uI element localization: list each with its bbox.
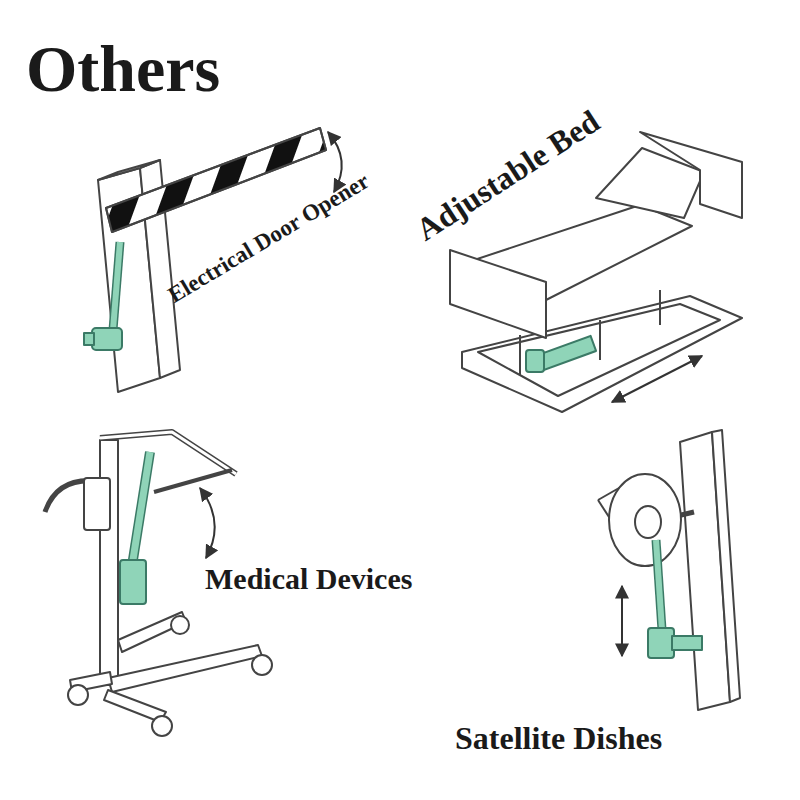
page-title: Others	[26, 36, 220, 102]
application-label: Medical Devices	[205, 564, 412, 594]
application-label: Satellite Dishes	[455, 722, 662, 754]
satellite-dish	[598, 430, 740, 710]
application-label: Adjustable Bed	[411, 104, 605, 246]
